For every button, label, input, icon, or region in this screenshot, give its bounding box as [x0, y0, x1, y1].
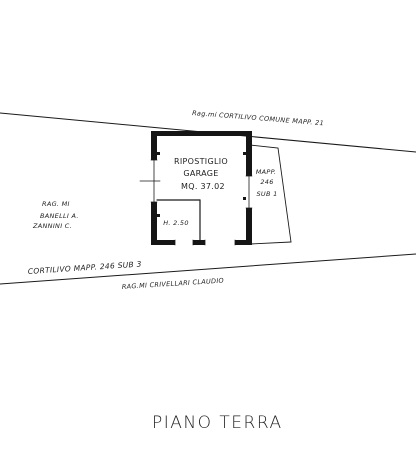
room-use-label: GARAGE: [183, 169, 218, 178]
room-area-label: MQ. 37.02: [181, 182, 225, 191]
south-neighbor-label: RAG.MI CRIVELLARI CLAUDIO: [122, 277, 225, 291]
room-height-label: H. 2.50: [163, 219, 189, 227]
east-parcel-number-label: 246: [260, 178, 273, 186]
wall-details: [139, 159, 253, 246]
floor-title: PIANO TERRA: [152, 413, 283, 433]
interior-partition: [156, 199, 201, 241]
courtyard-label: CORTILIVO MAPP. 246 SUB 3: [28, 259, 142, 276]
east-parcel-bottom: [249, 241, 292, 245]
east-parcel-outline: [249, 144, 292, 243]
west-neighbor-label-3: ZANNINI C.: [32, 222, 72, 230]
north-neighbor-label: Rag.mi CORTILIVO COMUNE MAPP. 21: [192, 109, 324, 127]
corner-marks: [157, 152, 246, 217]
west-neighbor-label-1: RAG. MI: [42, 200, 70, 208]
room-name-label: RIPOSTIGLIO: [174, 157, 228, 166]
east-parcel-sub-label: SUB 1: [256, 190, 277, 198]
west-neighbor-label-2: BANELLI A.: [40, 212, 79, 220]
south-boundary-line: [0, 253, 416, 285]
east-parcel-mapp-label: MAPP.: [256, 168, 277, 176]
